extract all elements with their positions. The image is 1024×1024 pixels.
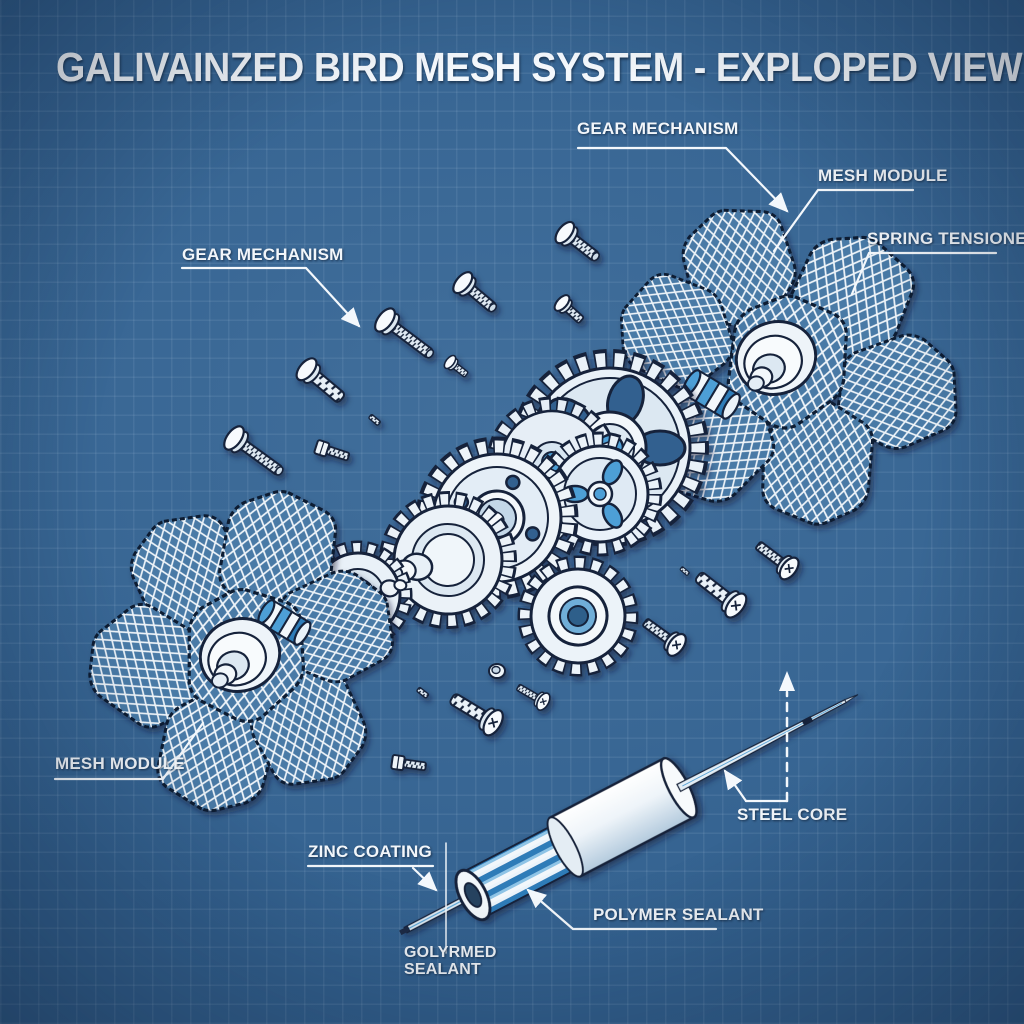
cable-assembly <box>399 694 859 936</box>
leader-lines <box>53 146 998 954</box>
leader-polymer-sealant <box>526 888 718 931</box>
leader-zinc-coating <box>411 866 438 892</box>
hex-bolt <box>312 438 352 465</box>
screw-fragment <box>679 565 691 577</box>
screw <box>550 217 607 270</box>
phillips-screw <box>749 533 804 584</box>
phillips-screw <box>636 610 691 661</box>
label-polymer-sealant: POLYMER SEALANT <box>593 905 764 924</box>
nut <box>488 663 506 679</box>
cable-collar <box>801 715 814 726</box>
label-mesh-module-left: MESH MODULE <box>55 754 185 773</box>
phillips-screw <box>512 678 554 714</box>
leader-mesh-module-right <box>772 188 915 253</box>
spring-screw <box>688 563 752 623</box>
label-golyrmed-line2: SEALANT <box>404 961 481 978</box>
label-golyrmed-line1: GOLYRMED <box>404 944 497 961</box>
gear-blue-holes <box>537 431 663 557</box>
mesh-module-left-graphic <box>66 478 409 828</box>
page-title: GALIVAINZED BIRD MESH SYSTEM - EXPLOPED … <box>56 44 1023 90</box>
screw-fragment <box>415 686 430 700</box>
cable-tip-rear <box>399 926 411 936</box>
label-gear-mechanism-left: GEAR MECHANISM <box>182 245 344 264</box>
screw <box>441 352 472 382</box>
leader-gear-mechanism-top <box>576 146 789 213</box>
label-gear-mechanism-top: GEAR MECHANISM <box>577 119 739 138</box>
label-golyrmed-sealant: GOLYRMED SEALANT <box>404 944 497 978</box>
label-zinc-coating: ZINC COATING <box>308 842 432 861</box>
steel-core-arrowhead <box>779 671 795 691</box>
leader-spring-tensioner <box>850 251 998 296</box>
leader-mesh-module-left <box>53 721 205 781</box>
mesh-module-right-graphic <box>600 198 971 534</box>
mesh-hub-left <box>198 617 282 693</box>
spring-screw <box>291 353 352 410</box>
leader-gear-mechanism-left <box>180 266 361 328</box>
screw-fragment <box>367 413 382 427</box>
gear-bottom-ring <box>517 555 639 677</box>
mesh-hub-right <box>734 320 818 396</box>
spring-screw <box>443 684 508 740</box>
screw <box>370 303 442 368</box>
label-spring-tensioner: SPRING TENSIONER <box>867 229 1024 248</box>
label-steel-core: STEEL CORE <box>737 805 848 824</box>
leader-steel-core-arrow <box>723 769 748 803</box>
label-mesh-module-right: MESH MODULE <box>818 166 948 185</box>
cable-tip-front <box>844 694 859 704</box>
screw <box>550 291 589 329</box>
screw <box>448 267 505 321</box>
gear-cluster <box>303 349 709 677</box>
hex-bolt <box>390 753 428 775</box>
screw <box>219 421 291 485</box>
